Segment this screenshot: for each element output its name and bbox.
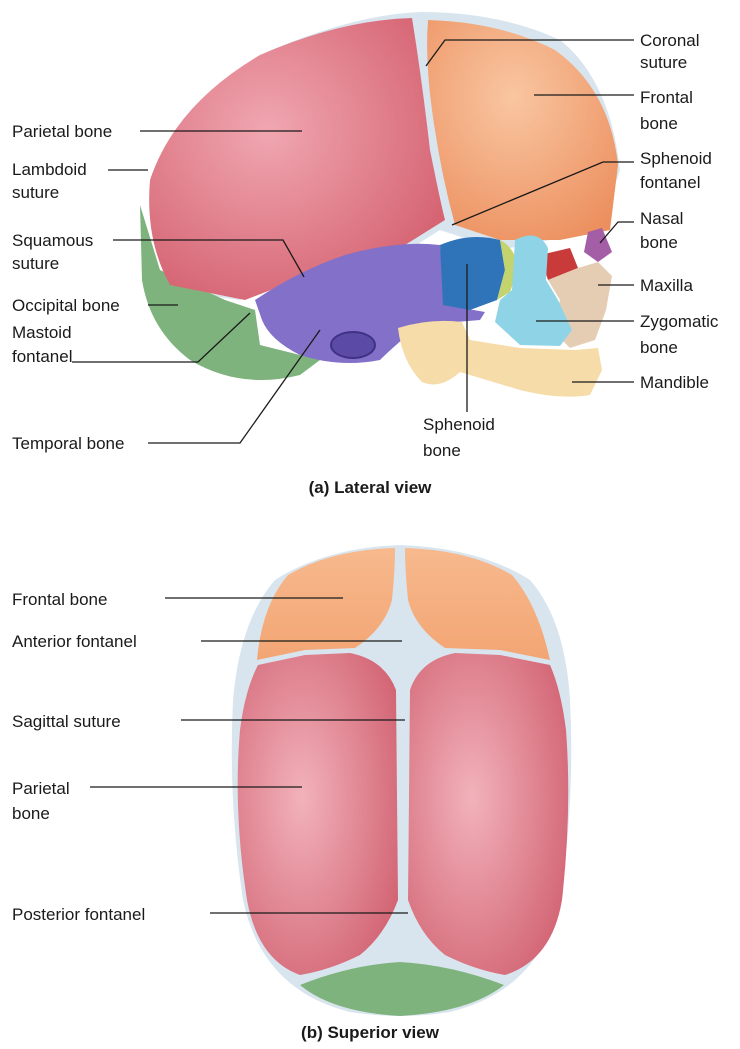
- label-mandible: Mandible: [640, 373, 709, 392]
- label-sagittal-suture: Sagittal suture: [12, 712, 121, 731]
- superior-view: Frontal bone Anterior fontanel Sagittal …: [12, 545, 571, 1042]
- label-squamous-suture-1: Squamous: [12, 231, 93, 250]
- label-lambdoid-suture-1: Lambdoid: [12, 160, 87, 179]
- label-frontal-bone-1: Frontal: [640, 88, 693, 107]
- label-lambdoid-suture-2: suture: [12, 183, 59, 202]
- label-sphenoid-bone-1: Sphenoid: [423, 415, 495, 434]
- label-temporal-bone: Temporal bone: [12, 434, 124, 453]
- label-superior-parietal-bone-2: bone: [12, 804, 50, 823]
- label-squamous-suture-2: suture: [12, 254, 59, 273]
- caption-lateral-view: (a) Lateral view: [309, 478, 433, 497]
- label-frontal-bone-2: bone: [640, 114, 678, 133]
- label-coronal-suture-2: suture: [640, 53, 687, 72]
- lateral-view: Coronal suture Frontal bone Parietal bon…: [12, 12, 719, 497]
- sphenoid-bone: [440, 237, 505, 310]
- label-sphenoid-fontanel-2: fontanel: [640, 173, 701, 192]
- label-zygomatic-bone-2: bone: [640, 338, 678, 357]
- superior-parietal-bone-left: [238, 653, 398, 975]
- ear-canal: [331, 332, 375, 358]
- label-occipital-bone: Occipital bone: [12, 296, 120, 315]
- label-mastoid-fontanel-1: Mastoid: [12, 323, 72, 342]
- label-nasal-bone-2: bone: [640, 233, 678, 252]
- label-nasal-bone-1: Nasal: [640, 209, 683, 228]
- label-maxilla: Maxilla: [640, 276, 693, 295]
- label-parietal-bone: Parietal bone: [12, 122, 112, 141]
- label-sphenoid-bone-2: bone: [423, 441, 461, 460]
- label-anterior-fontanel: Anterior fontanel: [12, 632, 137, 651]
- superior-parietal-bone-right: [408, 653, 568, 975]
- label-zygomatic-bone-1: Zygomatic: [640, 312, 719, 331]
- label-coronal-suture-1: Coronal: [640, 31, 700, 50]
- frontal-bone: [427, 20, 618, 240]
- label-superior-parietal-bone-1: Parietal: [12, 779, 70, 798]
- label-posterior-fontanel: Posterior fontanel: [12, 905, 145, 924]
- label-sphenoid-fontanel-1: Sphenoid: [640, 149, 712, 168]
- caption-superior-view: (b) Superior view: [301, 1023, 440, 1042]
- label-mastoid-fontanel-2: fontanel: [12, 347, 73, 366]
- label-superior-frontal-bone: Frontal bone: [12, 590, 107, 609]
